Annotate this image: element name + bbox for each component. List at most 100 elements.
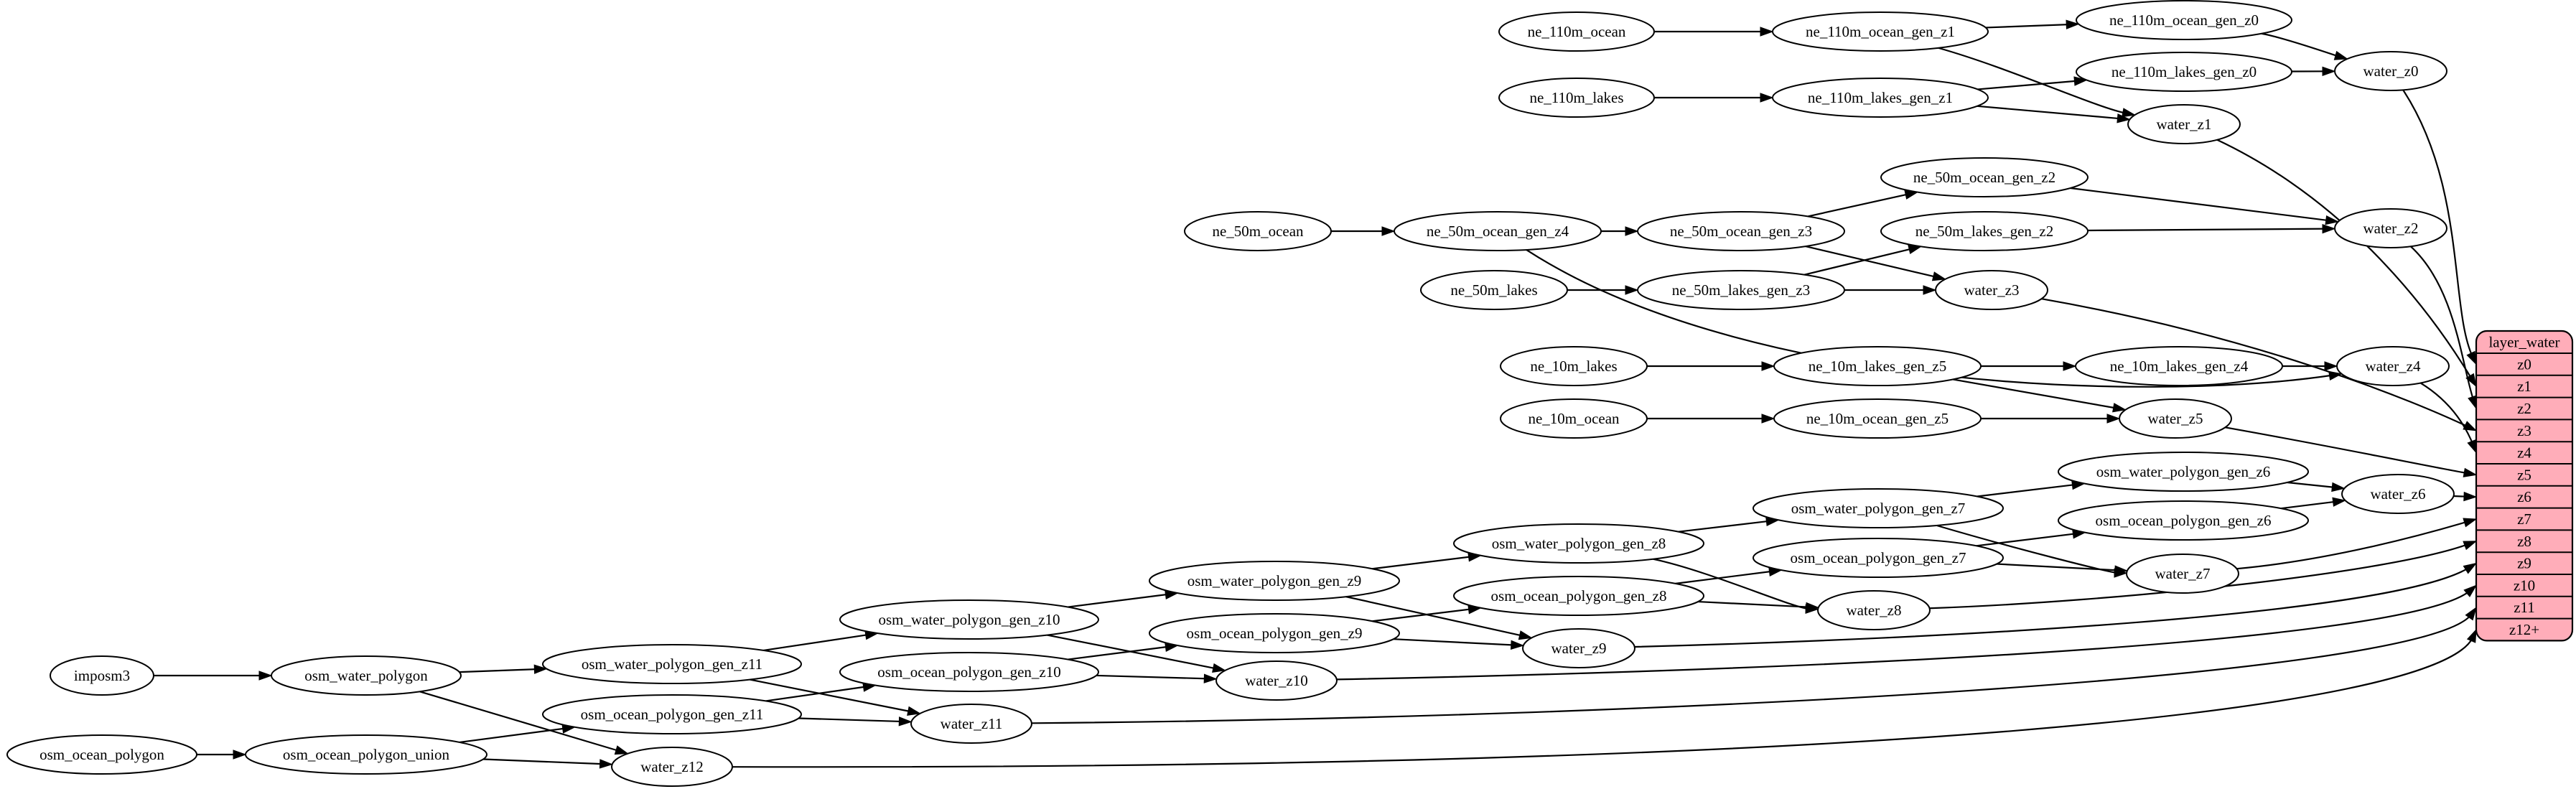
arrowhead-icon xyxy=(1923,285,1937,295)
edge-ne_10m_lakes_gen_z5-water_z5 xyxy=(1952,378,2127,413)
node-osm_ocean_polygon_gen_z6: osm_ocean_polygon_gen_z6 xyxy=(2058,500,2309,541)
node-label: ne_10m_lakes xyxy=(1530,358,1617,375)
edge-ne_10m_lakes-ne_10m_lakes_gen_z5 xyxy=(1647,361,1775,371)
edge-ne_50m_lakes-ne_50m_lakes_gen_z3 xyxy=(1567,285,1639,295)
edge-water_z5-layer_water-z5 xyxy=(2225,426,2478,477)
edge-ne_110m_lakes_gen_z1-water_z1 xyxy=(1977,105,2131,123)
node-label: ne_110m_lakes_gen_z0 xyxy=(2111,63,2257,80)
edge-water_z3-layer_water-z3 xyxy=(2041,298,2478,431)
arrowhead-icon xyxy=(1518,630,1533,640)
node-label: water_z9 xyxy=(1551,640,1607,657)
edge-ne_10m_ocean-ne_10m_ocean_gen_z5 xyxy=(1647,414,1775,424)
node-osm_ocean_polygon_gen_z9: osm_ocean_polygon_gen_z9 xyxy=(1149,613,1400,653)
node-osm_ocean_polygon_gen_z11: osm_ocean_polygon_gen_z11 xyxy=(542,694,802,734)
arrowhead-icon xyxy=(258,671,273,681)
node-osm_ocean_polygon: osm_ocean_polygon xyxy=(6,734,197,775)
node-label: osm_ocean_polygon_gen_z6 xyxy=(2096,512,2272,529)
node-label: water_z2 xyxy=(2363,220,2419,237)
node-label: ne_10m_ocean_gen_z5 xyxy=(1806,410,1949,427)
node-water_z7: water_z7 xyxy=(2126,554,2239,594)
edge-osm_water_polygon_gen_z9-water_z9 xyxy=(1345,596,1533,640)
node-label: osm_water_polygon_gen_z10 xyxy=(878,611,1060,628)
edge-ne_110m_ocean_gen_z1-water_z1 xyxy=(1938,47,2136,118)
node-label: ne_50m_lakes xyxy=(1450,281,1537,299)
node-label: ne_110m_lakes_gen_z1 xyxy=(1808,89,1953,106)
edge-ne_110m_ocean_gen_z1-ne_110m_ocean_gen_z0 xyxy=(1985,19,2080,29)
edge-osm_ocean_polygon_gen_z8-water_z8 xyxy=(1697,600,1820,612)
node-label: osm_water_polygon_gen_z11 xyxy=(582,655,762,673)
arrowhead-icon xyxy=(2466,628,2477,643)
edge-osm_water_polygon-osm_water_polygon_gen_z11 xyxy=(459,664,548,674)
node-label: ne_110m_ocean_gen_z1 xyxy=(1806,23,1955,40)
arrowhead-icon xyxy=(1931,271,1946,281)
arrowhead-icon xyxy=(2073,76,2088,86)
node-ne_10m_ocean: ne_10m_ocean xyxy=(1500,398,1648,439)
node-ne_50m_ocean_gen_z2: ne_50m_ocean_gen_z2 xyxy=(1880,157,2089,197)
node-label: osm_ocean_polygon_gen_z11 xyxy=(581,706,764,723)
node-water_z4: water_z4 xyxy=(2336,346,2450,386)
node-label: water_z1 xyxy=(2157,116,2212,133)
arrowhead-icon xyxy=(2465,606,2477,621)
node-osm_ocean_polygon_gen_z7: osm_ocean_polygon_gen_z7 xyxy=(1753,538,2004,578)
arrowhead-icon xyxy=(1805,602,1820,612)
arrowhead-icon xyxy=(1212,663,1227,673)
record-row-z10: z10 xyxy=(2514,576,2535,594)
node-label: water_z12 xyxy=(640,758,703,775)
arrowhead-icon xyxy=(233,750,247,760)
node-label: osm_water_polygon xyxy=(304,667,428,684)
node-label: water_z0 xyxy=(2363,62,2419,80)
edge-osm_ocean_polygon_gen_z9-water_z9 xyxy=(1393,638,1525,650)
arrowhead-icon xyxy=(2463,541,2478,551)
record-row-z11: z11 xyxy=(2514,599,2535,616)
node-ne_10m_lakes_gen_z4: ne_10m_lakes_gen_z4 xyxy=(2075,346,2283,386)
arrowhead-icon xyxy=(1760,93,1774,103)
edge-imposm3-osm_water_polygon xyxy=(154,671,273,681)
node-label: ne_50m_ocean_gen_z4 xyxy=(1427,223,1569,240)
record-row-z7: z7 xyxy=(2517,510,2531,528)
edge-osm_water_polygon_gen_z11-water_z11 xyxy=(750,678,922,716)
arrowhead-icon xyxy=(599,759,614,769)
edge-ne_50m_lakes_gen_z3-water_z3 xyxy=(1844,285,1937,295)
arrowhead-icon xyxy=(1510,640,1525,650)
node-label: osm_ocean_polygon_union xyxy=(283,746,450,763)
record-row-z6: z6 xyxy=(2517,488,2531,505)
node-ne_110m_lakes_gen_z0: ne_110m_lakes_gen_z0 xyxy=(2076,52,2292,92)
node-label: imposm3 xyxy=(74,667,130,684)
edge-water_z10-layer_water-z10 xyxy=(1336,584,2478,681)
node-osm_ocean_polygon_union: osm_ocean_polygon_union xyxy=(245,734,487,775)
edge-osm_ocean_polygon_gen_z11-water_z11 xyxy=(798,716,913,727)
node-osm_water_polygon_gen_z7: osm_water_polygon_gen_z7 xyxy=(1753,488,2004,528)
node-imposm3: imposm3 xyxy=(50,655,154,696)
arrowhead-icon xyxy=(2112,403,2127,413)
node-label: osm_ocean_polygon xyxy=(39,746,164,763)
edge-osm_water_polygon_gen_z6-water_z6 xyxy=(2287,481,2346,492)
arrowhead-icon xyxy=(1381,226,1396,236)
arrowhead-icon xyxy=(2114,565,2129,575)
node-water_z2: water_z2 xyxy=(2334,208,2447,248)
arrowhead-icon xyxy=(2465,373,2477,388)
record-row-z1: z1 xyxy=(2517,378,2531,395)
record-row-z8: z8 xyxy=(2517,533,2531,550)
node-ne_110m_lakes_gen_z1: ne_110m_lakes_gen_z1 xyxy=(1772,78,1989,118)
edge-ne_50m_ocean_gen_z3-water_z3 xyxy=(1805,246,1946,281)
node-label: water_z3 xyxy=(1964,281,2020,299)
node-label: osm_water_polygon_gen_z6 xyxy=(2096,463,2271,480)
edge-ne_50m_ocean-ne_50m_ocean_gen_z4 xyxy=(1331,226,1396,236)
arrowhead-icon xyxy=(2066,19,2080,29)
edge-ne_110m_lakes-ne_110m_lakes_gen_z1 xyxy=(1654,93,1774,103)
node-label: ne_50m_ocean_gen_z2 xyxy=(1913,169,2055,186)
record-title: layer_water xyxy=(2488,334,2559,351)
edge-ne_50m_ocean_gen_z2-water_z2 xyxy=(2070,187,2340,225)
node-label: ne_110m_lakes xyxy=(1529,89,1623,106)
node-ne_50m_lakes_gen_z2: ne_50m_lakes_gen_z2 xyxy=(1880,211,2089,251)
node-label: ne_10m_lakes_gen_z5 xyxy=(1809,358,1946,375)
edge-water_z1-layer_water-z1 xyxy=(2216,139,2477,388)
arrowhead-icon xyxy=(2117,113,2131,123)
arrowhead-icon xyxy=(2463,491,2478,502)
node-ne_10m_lakes: ne_10m_lakes xyxy=(1500,346,1648,386)
node-water_z9: water_z9 xyxy=(1522,628,1635,668)
arrowhead-icon xyxy=(2331,482,2346,492)
edge-ne_10m_lakes_gen_z5-ne_10m_lakes_gen_z4 xyxy=(1981,361,2077,371)
node-water_z3: water_z3 xyxy=(1935,270,2048,310)
